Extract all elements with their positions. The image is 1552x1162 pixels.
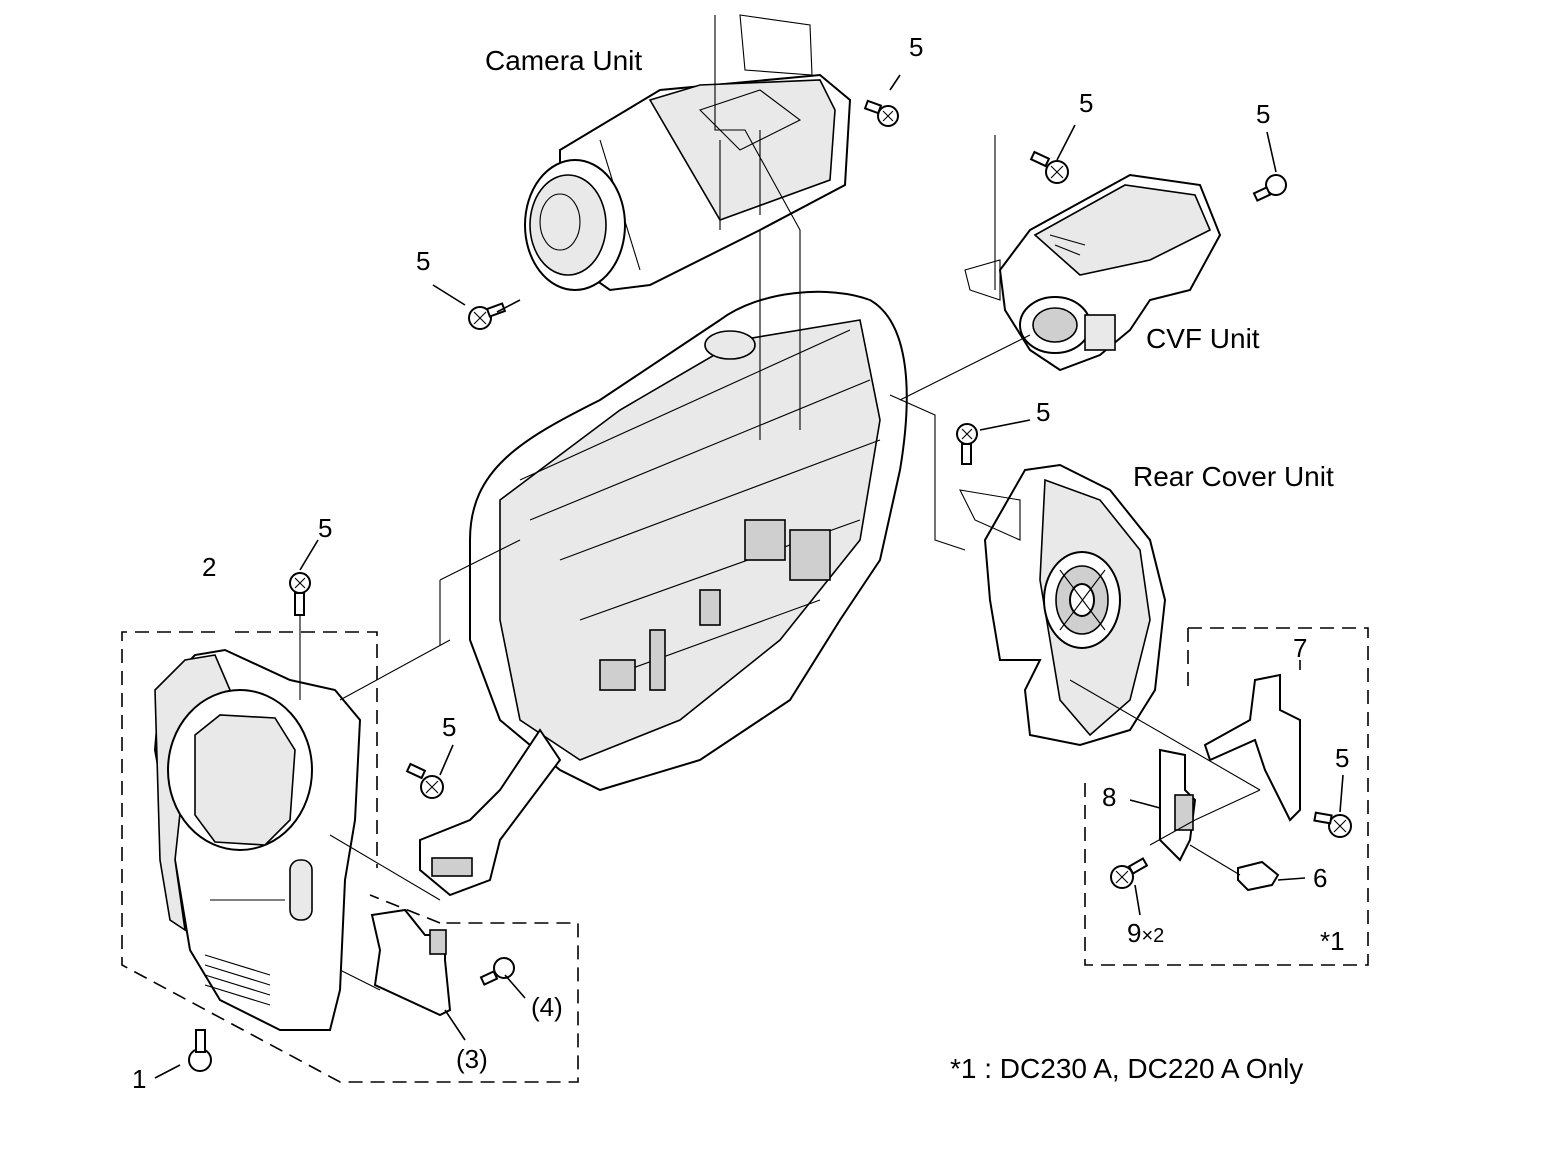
rear-cover-unit-label: Rear Cover Unit <box>1133 461 1334 492</box>
screw-icon <box>1029 150 1069 184</box>
main-chassis-drawing <box>419 290 908 897</box>
callout-4: (4) <box>531 992 563 1022</box>
callout-9: 9×2 <box>1127 918 1164 948</box>
screw-icon <box>405 762 444 799</box>
front-cover-drawing <box>153 648 362 1031</box>
group-box-2 <box>121 631 579 1083</box>
callout-5: 5 <box>1256 99 1270 129</box>
callout-9-number: 9 <box>1127 918 1141 948</box>
rear-cover-unit-drawing <box>959 463 1167 747</box>
callout-5: 5 <box>416 246 430 276</box>
screw-icon <box>1313 811 1352 838</box>
screw-icon <box>1252 174 1287 202</box>
bracket-7-drawing <box>1203 673 1301 822</box>
screw-icon <box>479 957 515 986</box>
assembly-lines <box>154 15 1344 1079</box>
callout-5: 5 <box>909 32 923 62</box>
callout-7: 7 <box>1293 633 1307 663</box>
callout-9-quantity: ×2 <box>1141 925 1164 947</box>
small-board-drawing <box>370 908 452 1017</box>
part-6-drawing <box>1237 860 1280 892</box>
callout-2: 2 <box>202 552 216 582</box>
screw-icon <box>1110 857 1149 889</box>
screw-icon <box>956 423 978 465</box>
footnote: *1 : DC230 A, DC220 A Only <box>950 1053 1303 1084</box>
screw-icon <box>289 572 311 616</box>
callout-1: 1 <box>132 1064 146 1094</box>
bracket-8-drawing <box>1159 748 1197 862</box>
note-ref-label: *1 <box>1320 926 1345 956</box>
callout-5: 5 <box>318 513 332 543</box>
callout-5: 5 <box>1335 743 1349 773</box>
callout-8: 8 <box>1102 782 1116 812</box>
callout-6: 6 <box>1313 863 1327 893</box>
cvf-unit-drawing <box>964 173 1222 372</box>
callout-5: 5 <box>442 712 456 742</box>
cvf-unit-label: CVF Unit <box>1146 323 1260 354</box>
screw-icon <box>863 99 899 127</box>
callout-5: 5 <box>1079 88 1093 118</box>
group-box-note-1 <box>1084 627 1369 966</box>
camera-unit-label: Camera Unit <box>485 45 642 76</box>
callout-5: 5 <box>1036 397 1050 427</box>
screw-icon <box>468 302 507 330</box>
callout-3: (3) <box>456 1044 488 1074</box>
camera-unit-drawing <box>524 14 852 292</box>
screw-icon <box>188 1029 212 1072</box>
